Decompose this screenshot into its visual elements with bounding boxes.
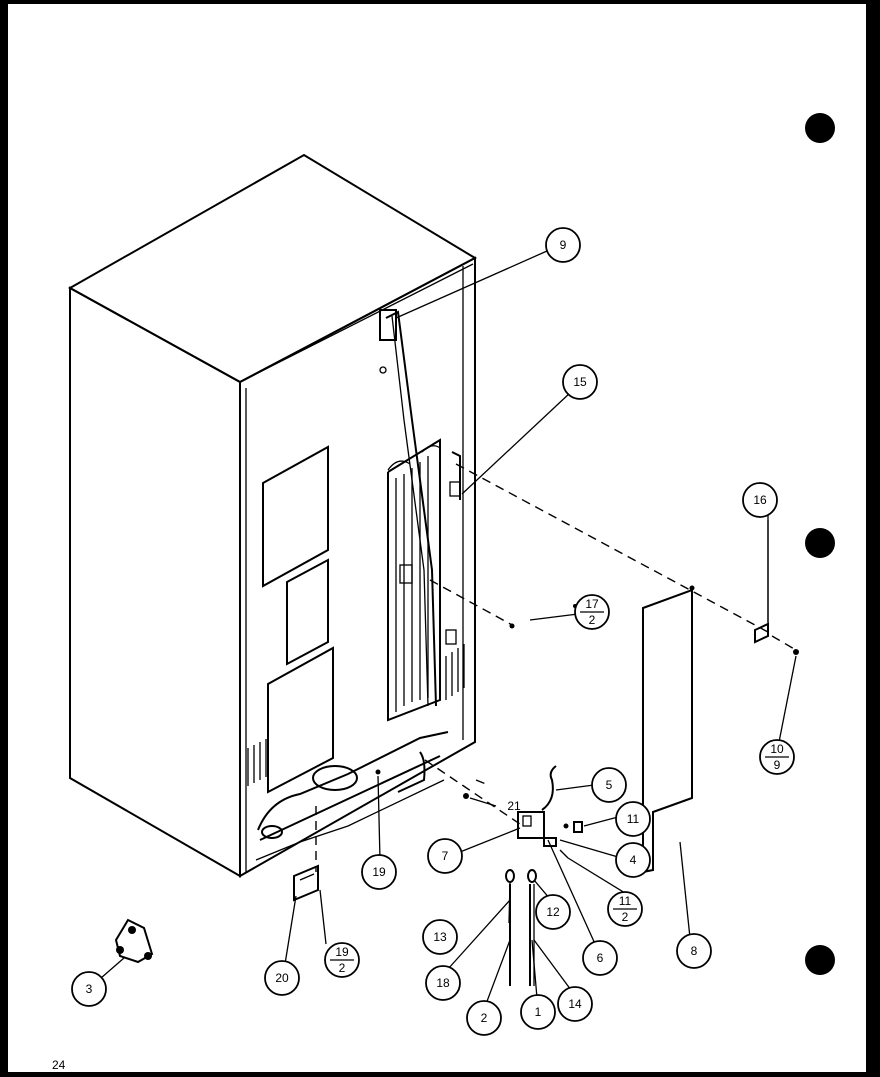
assembly-guide-lines <box>315 463 797 872</box>
callout-14: 14 <box>557 986 593 1022</box>
svg-text:6: 6 <box>597 951 604 965</box>
callout-1: 1 <box>520 994 556 1030</box>
callout-6: 6 <box>582 940 618 976</box>
svg-text:21: 21 <box>507 799 521 813</box>
svg-text:1: 1 <box>535 1005 542 1019</box>
svg-text:18: 18 <box>436 976 450 990</box>
svg-text:2: 2 <box>622 910 629 924</box>
binder-hole-bottom <box>805 945 835 975</box>
callout-11: 11 <box>615 801 651 837</box>
callout-5: 5 <box>591 767 627 803</box>
svg-text:12: 12 <box>546 905 560 919</box>
callout-8: 8 <box>676 933 712 969</box>
callout-21: 21 <box>507 799 521 813</box>
callout-16: 16 <box>742 482 778 518</box>
page-number: 24 <box>52 1058 66 1072</box>
callout-4: 4 <box>615 842 651 878</box>
svg-text:2: 2 <box>339 961 346 975</box>
callout-2: 2 <box>466 1000 502 1036</box>
binder-hole-middle <box>805 528 835 558</box>
svg-text:11: 11 <box>627 812 640 826</box>
callout-3: 3 <box>71 971 107 1007</box>
svg-text:11: 11 <box>619 894 632 908</box>
callout-19-2: 19 2 <box>324 942 360 978</box>
leader-lines <box>100 250 797 1005</box>
cover-panel <box>642 585 695 874</box>
callout-12: 12 <box>535 894 571 930</box>
ice-maker-assembly <box>114 918 154 964</box>
callout-20: 20 <box>264 960 300 996</box>
svg-text:7: 7 <box>442 849 449 863</box>
refrigerator-cabinet <box>67 153 478 878</box>
callout-13: 13 <box>422 919 458 955</box>
water-valve-assembly <box>517 765 583 859</box>
callout-10-9: 10 9 <box>759 739 795 775</box>
callout-7: 7 <box>427 838 463 874</box>
svg-text:4: 4 <box>630 853 637 867</box>
svg-text:16: 16 <box>753 493 767 507</box>
callout-9: 9 <box>545 227 581 263</box>
callout-15: 15 <box>562 364 598 400</box>
callout-19: 19 <box>361 854 397 890</box>
callout-11-2: 11 2 <box>607 891 643 927</box>
svg-text:19: 19 <box>335 945 349 959</box>
svg-text:2: 2 <box>481 1011 488 1025</box>
binder-hole-top <box>805 113 835 143</box>
svg-text:17: 17 <box>585 597 599 611</box>
svg-text:9: 9 <box>560 238 567 252</box>
svg-text:10: 10 <box>770 742 784 756</box>
svg-text:9: 9 <box>774 758 781 772</box>
svg-text:14: 14 <box>568 997 582 1011</box>
svg-text:3: 3 <box>86 982 93 996</box>
mounting-bracket-20 <box>293 864 319 902</box>
bracket-16 <box>754 500 769 644</box>
svg-text:19: 19 <box>372 865 386 879</box>
callout-17-2: 17 2 <box>574 594 610 630</box>
svg-text:8: 8 <box>691 944 698 958</box>
svg-text:15: 15 <box>573 375 587 389</box>
svg-text:2: 2 <box>589 613 596 627</box>
svg-text:13: 13 <box>433 930 447 944</box>
svg-text:5: 5 <box>606 778 613 792</box>
svg-text:20: 20 <box>275 971 289 985</box>
callout-18: 18 <box>425 965 461 1001</box>
paper-sheet <box>8 4 866 1072</box>
